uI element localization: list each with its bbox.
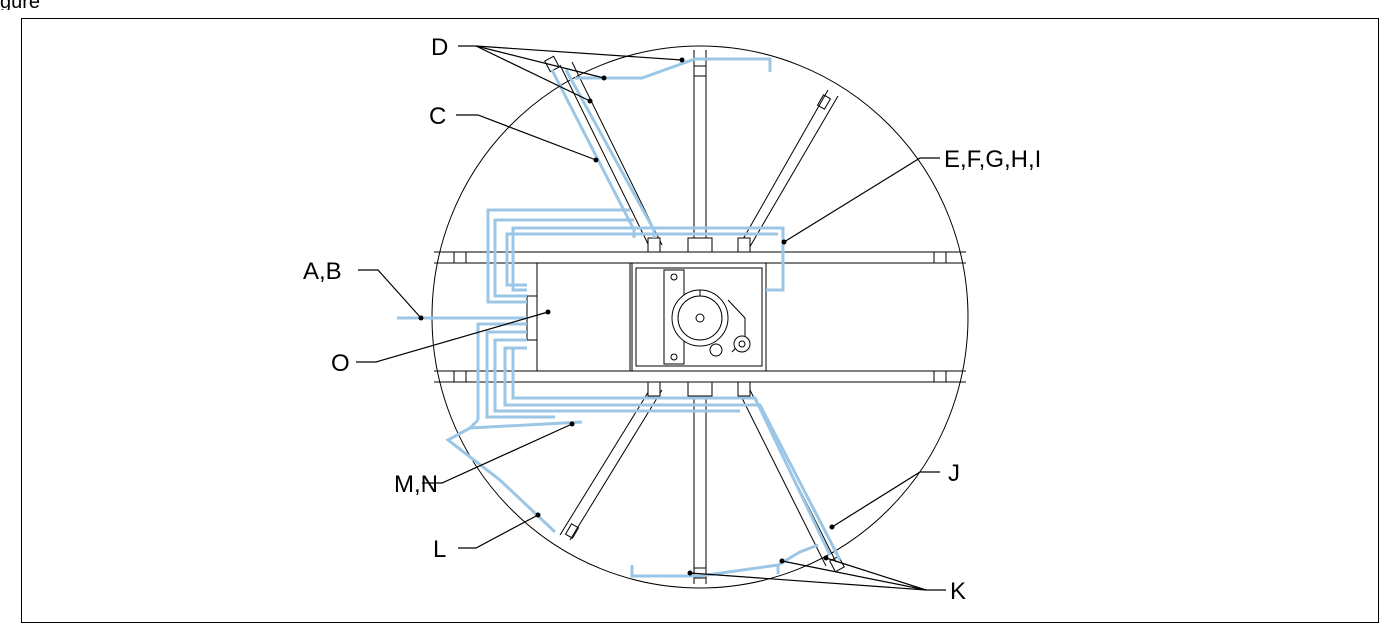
label-o: O: [331, 350, 350, 377]
label-l: L: [433, 536, 446, 563]
leader-lines: [356, 45, 946, 591]
wiring-harness: [397, 57, 842, 578]
vertical-spokes: [693, 50, 707, 584]
label-j: J: [948, 460, 960, 487]
figure-caption-fragment: gure: [0, 0, 200, 10]
gearbox: [631, 262, 767, 372]
label-d: D: [431, 34, 448, 61]
label-mn: M,N: [394, 471, 438, 498]
label-k: K: [950, 578, 966, 605]
motor-housing: [536, 262, 631, 372]
diagonal-spokes: [544, 55, 845, 573]
label-efghi: E,F,G,H,I: [944, 146, 1041, 173]
label-c: C: [429, 103, 446, 130]
label-ab: A,B: [303, 258, 342, 285]
